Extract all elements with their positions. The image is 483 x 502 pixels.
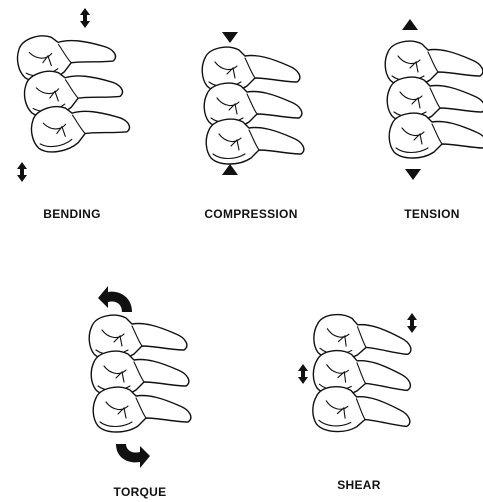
tension-spine-illustration [385,41,483,158]
torque-label: TORQUE [114,485,167,499]
torque-arrow-top-icon [98,286,132,312]
panel-compression: COMPRESSION [202,32,304,221]
compression-label: COMPRESSION [204,207,297,221]
tension-arrow-top-icon [402,19,418,30]
tension-label: TENSION [404,207,459,221]
shear-arrow-right-icon [407,313,417,333]
bending-spine-illustration [15,25,132,155]
bending-label: BENDING [43,207,100,221]
compression-spine-illustration [202,47,304,164]
tension-arrow-bottom-icon [405,169,421,180]
bending-arrow-top-icon [80,8,90,28]
shear-label: SHEAR [337,478,381,492]
torque-arrow-bottom-icon [116,444,150,468]
shear-spine-illustration [307,313,417,437]
compression-arrow-top-icon [222,32,238,43]
compression-arrow-bottom-icon [222,164,238,175]
torque-spine-illustration [89,315,191,432]
shear-arrow-left-icon [298,364,308,384]
panel-tension: TENSION [385,19,483,221]
bending-arrow-bottom-icon [17,162,27,182]
panel-shear: SHEAR [298,313,417,492]
panel-torque: TORQUE [89,286,191,499]
panel-bending: BENDING [15,8,132,221]
